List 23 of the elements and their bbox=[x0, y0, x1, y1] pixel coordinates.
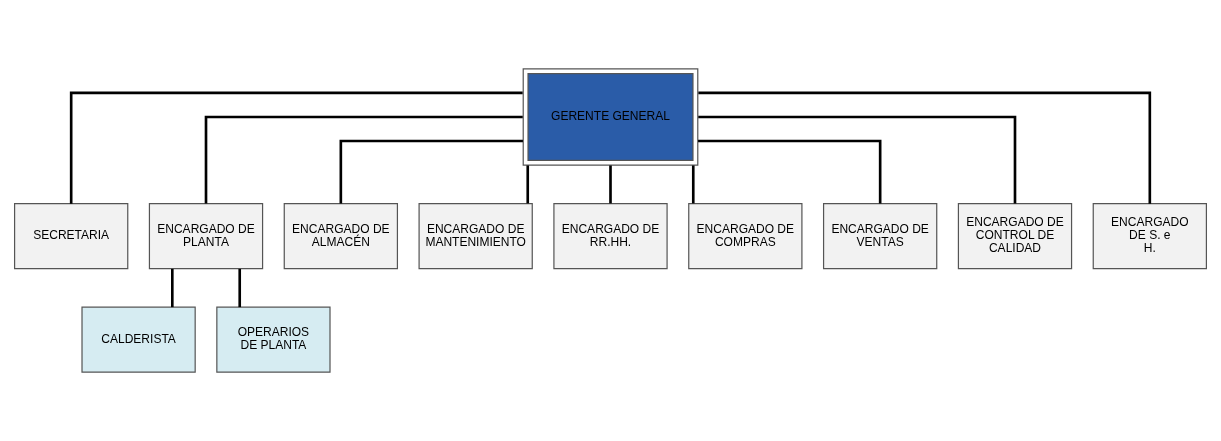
node-box: ENCARGADO DE VENTAS bbox=[823, 203, 938, 270]
node-box: CALDERISTA bbox=[81, 306, 196, 373]
connector bbox=[238, 268, 242, 308]
node-box: ENCARGADO DE CONTROL DE CALIDAD bbox=[957, 203, 1073, 270]
connector bbox=[339, 139, 523, 204]
connector bbox=[698, 115, 1017, 204]
node-box: ENCARGADO DE ALMACÉN bbox=[283, 203, 399, 270]
connector bbox=[170, 268, 174, 308]
node-box: ENCARGADO DE MANTENIMIENTO bbox=[418, 203, 533, 270]
node-box: SECRETARIA bbox=[14, 203, 129, 270]
connector bbox=[69, 91, 523, 204]
connector bbox=[698, 139, 882, 204]
connector bbox=[526, 165, 530, 204]
connector bbox=[698, 91, 1152, 204]
node-box: ENCARGADO DE RR.HH. bbox=[553, 203, 668, 270]
connector bbox=[691, 165, 695, 204]
node-box: OPERARIOS DE PLANTA bbox=[216, 306, 331, 373]
node-box: ENCARGADO DE PLANTA bbox=[148, 203, 264, 270]
node-box: ENCARGADO DE COMPRAS bbox=[688, 203, 803, 270]
connector bbox=[204, 115, 523, 204]
connector bbox=[609, 165, 612, 204]
node-box: GERENTE GENERAL bbox=[522, 68, 699, 166]
node-box: ENCARGADO DE S. e H. bbox=[1092, 203, 1207, 270]
